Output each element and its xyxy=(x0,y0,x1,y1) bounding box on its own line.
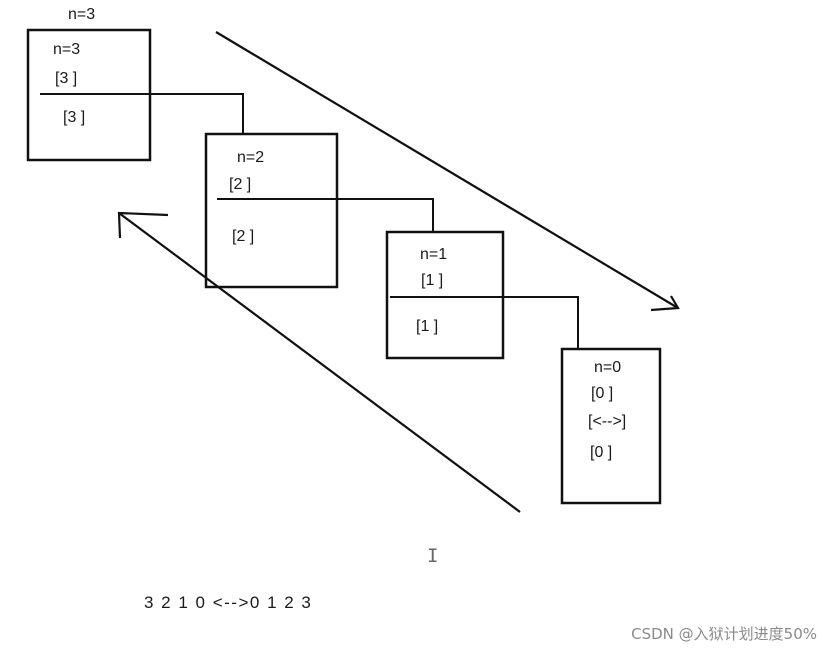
top-label: n=3 xyxy=(68,6,96,23)
frame-call-value-n0: [0 ] xyxy=(591,385,614,402)
connector-n2-to-n1 xyxy=(217,198,434,232)
frame-call-value-n2: [2 ] xyxy=(229,176,252,193)
return-arrow-head xyxy=(117,211,169,239)
frame-return-value-n0: [0 ] xyxy=(590,444,613,461)
watermark: CSDN @入狱计划进度50% xyxy=(631,625,817,643)
recursion-arrow-line xyxy=(215,31,679,309)
output-sequence: 3 2 1 0 <-->0 1 2 3 xyxy=(144,593,313,612)
frame-title-n1: n=1 xyxy=(420,246,448,263)
recursion-arrow-head xyxy=(650,295,680,312)
frame-box-n0 xyxy=(560,347,662,505)
frame-title-n2: n=2 xyxy=(237,149,265,166)
frame-turn-marker-n0: [<-->] xyxy=(588,413,627,430)
text-cursor-icon: I xyxy=(427,545,439,567)
connector-n1-to-n0 xyxy=(390,296,579,349)
return-arrow-line xyxy=(118,212,521,513)
frame-return-value-n2: [2 ] xyxy=(232,228,255,245)
frame-title-n3: n=3 xyxy=(53,41,81,58)
frame-box-n1 xyxy=(385,230,505,360)
frame-return-value-n3: [3 ] xyxy=(63,109,86,126)
frame-return-value-n1: [1 ] xyxy=(416,318,439,335)
connector-n3-to-n2 xyxy=(40,93,244,134)
frame-box-n2 xyxy=(204,132,339,289)
frame-call-value-n1: [1 ] xyxy=(421,272,444,289)
frame-title-n0: n=0 xyxy=(594,359,622,376)
frame-call-value-n3: [3 ] xyxy=(55,70,78,87)
